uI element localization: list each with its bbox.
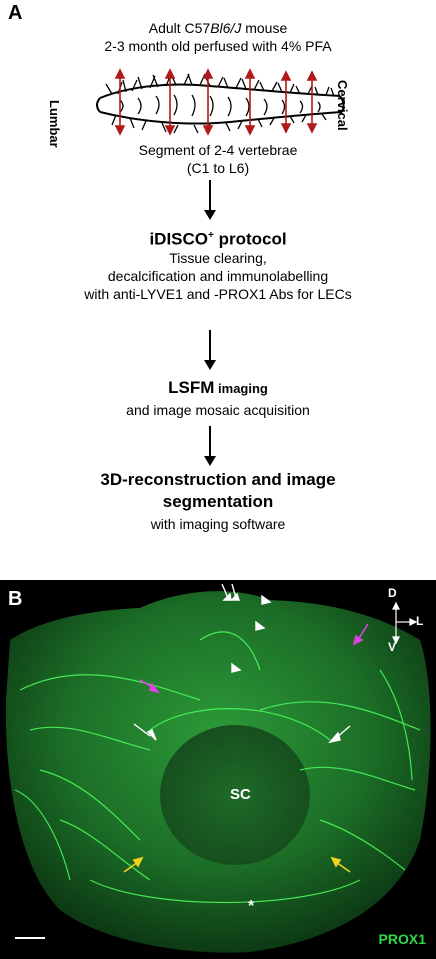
flow-arrowhead-2	[204, 360, 216, 370]
step2-line1: and image mosaic acquisition	[126, 402, 310, 418]
flow-arrow-2	[209, 330, 211, 362]
flow-arrowhead-1	[204, 210, 216, 220]
cervical-label: Cervical	[335, 80, 350, 131]
step1-title-rest: protocol	[213, 229, 287, 249]
step1-title: iDISCO+ protocol	[0, 226, 436, 250]
flow-arrow-1	[209, 180, 211, 212]
step2-title-main: LSFM	[168, 378, 215, 397]
axis-dorsal-label: D	[388, 586, 397, 600]
vertebral-column-illustration	[96, 68, 345, 136]
panel-b-image: B D L V SC * PROX1	[0, 580, 436, 959]
mouse-description: Adult C57Bl6/J mouse	[0, 20, 436, 37]
flow-arrow-3	[209, 426, 211, 458]
step2-title-small: imaging	[214, 381, 268, 396]
axis-lateral-label: L	[416, 614, 424, 628]
step3-line1: with imaging software	[150, 516, 286, 532]
panel-a: A Adult C57Bl6/J mouse 2-3 month old per…	[0, 2, 436, 532]
mouse-strain-suffix: mouse	[241, 20, 288, 36]
step1-line3: with anti-LYVE1 and -PROX1 Abs for LECs	[84, 286, 352, 302]
scale-bar	[15, 937, 45, 939]
prox1-marker-label: PROX1	[378, 931, 426, 947]
axis-ventral-label: V	[388, 640, 397, 654]
lumbar-label: Lumbar	[47, 100, 62, 148]
step3-title-line2: segmentation	[162, 492, 274, 511]
step1-line2: decalcification and immunolabelling	[107, 268, 329, 284]
perfusion-description: 2-3 month old perfused with 4% PFA	[104, 38, 332, 54]
segment-line1: Segment of 2-4 vertebrae	[138, 142, 298, 158]
segment-line2: (C1 to L6)	[186, 160, 250, 176]
panel-a-label: A	[8, 2, 23, 24]
mouse-strain-italic: Bl6/J	[210, 20, 242, 36]
panel-b-label: B	[8, 588, 23, 610]
step1-title-main: iDISCO	[149, 229, 208, 249]
mouse-strain-prefix: Adult C57	[148, 20, 211, 36]
step3-title-line1: 3D-reconstruction and image	[100, 470, 336, 489]
spinal-section-image	[5, 583, 431, 953]
step1-line1: Tissue clearing,	[169, 250, 267, 266]
flow-arrowhead-3	[204, 456, 216, 466]
spinal-cord-label: SC	[230, 786, 251, 803]
asterisk-marker: *	[248, 898, 255, 915]
step1-title-sup: +	[208, 230, 214, 241]
step2-title: LSFM imaging	[0, 378, 436, 399]
